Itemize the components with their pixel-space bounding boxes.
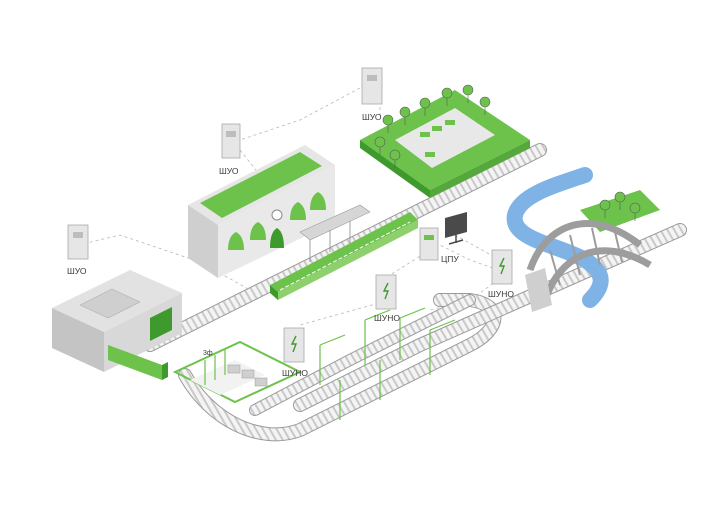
catenary-poles	[319, 307, 456, 420]
monitor-icon	[445, 212, 467, 238]
label-shuo-left: ШУО	[67, 266, 87, 276]
platform-canopy	[299, 204, 371, 262]
station-building	[188, 145, 335, 278]
passenger-train	[270, 212, 418, 300]
label-shuno-3: ШУНО	[282, 368, 308, 378]
cabinet-shuo-top: ШУО	[361, 67, 383, 122]
lightning-icon	[290, 335, 298, 353]
cabinet-shuno-1: ШУНО	[488, 249, 514, 299]
label-shuo-mid: ШУО	[219, 166, 239, 176]
lightning-icon	[382, 282, 390, 300]
label-cpu: ЦПУ	[441, 254, 459, 264]
parking-area	[360, 84, 530, 198]
lightning-icon	[498, 257, 506, 275]
cabinet-shuno-3: ШУНО	[282, 327, 308, 378]
traction-substation: 3ф	[172, 340, 303, 404]
cabinet-shuo-mid: ШУО	[219, 123, 241, 176]
label-shuo-top: ШУО	[362, 112, 382, 122]
label-shuno-2: ШУНО	[374, 313, 400, 323]
control-center-cpu: ЦПУ	[419, 212, 467, 264]
arch-bridge	[525, 219, 652, 312]
cabinet-shuno-2: ШУНО	[374, 274, 400, 323]
depot-building	[52, 270, 182, 372]
substation-mark: 3ф	[203, 350, 213, 357]
depot-train	[108, 345, 168, 380]
trees	[374, 84, 491, 168]
cabinet-shuo-left: ШУО	[67, 224, 89, 276]
river	[506, 167, 609, 308]
clock-icon	[271, 209, 283, 221]
label-shuno-1: ШУНО	[488, 289, 514, 299]
